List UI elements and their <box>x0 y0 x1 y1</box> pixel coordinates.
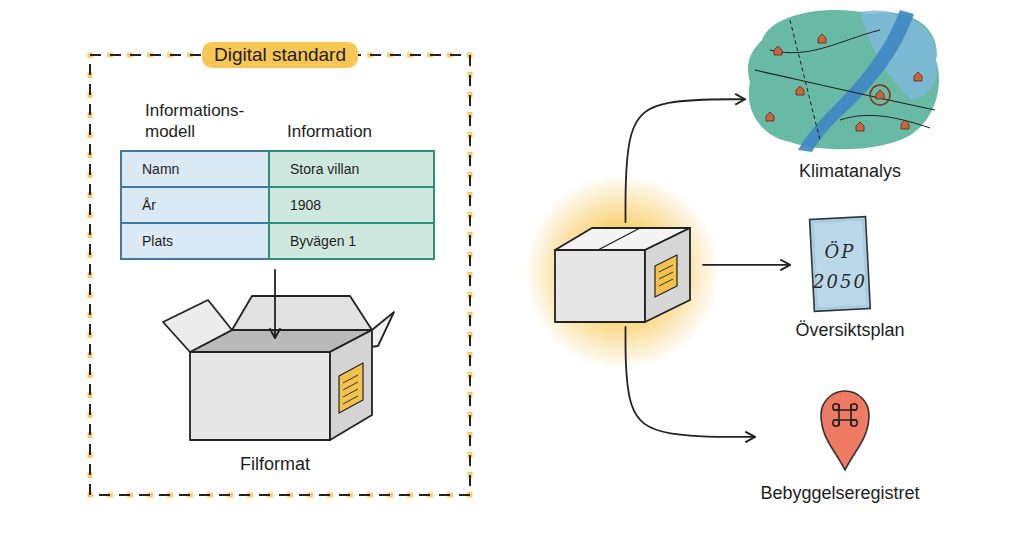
register-pin <box>821 391 869 470</box>
file-format-box: Filformat <box>165 338 385 483</box>
climate-map <box>790 20 820 140</box>
box-caption: Filformat <box>165 453 385 475</box>
box-caption: Klimatanalys <box>745 160 955 182</box>
package-box <box>645 228 690 322</box>
arrow-connector <box>703 264 790 266</box>
arrow-connector <box>626 327 756 437</box>
package-box <box>655 255 677 297</box>
standard-frame <box>90 55 470 495</box>
package-box <box>555 228 690 322</box>
plan-booklet <box>810 217 871 312</box>
plan-booklet <box>810 217 871 312</box>
file-format-box <box>163 300 232 352</box>
package-glow <box>524 174 720 370</box>
package-glow <box>524 174 720 370</box>
column-header: Informations- modell <box>145 100 280 142</box>
box-caption: Bebyggelseregistret <box>755 482 925 504</box>
table-cell: Byvägen 1 <box>268 222 435 260</box>
climate-map <box>755 70 935 110</box>
climate-map <box>840 115 930 128</box>
standard-frame: Digital standardInformations- modellInfo… <box>90 55 470 495</box>
arrow-connector <box>274 270 276 338</box>
standard-frame <box>90 55 470 495</box>
building-register: Bebyggelseregistret <box>755 388 925 506</box>
file-format-box <box>339 363 363 413</box>
column-header: Information <box>287 121 427 142</box>
climate-map <box>774 46 782 55</box>
file-format-box <box>232 296 372 330</box>
climate-analysis: Klimatanalys <box>745 10 955 185</box>
standard-frame <box>90 55 470 495</box>
package-box <box>659 265 673 286</box>
arrow-connector <box>626 99 746 222</box>
table-cell: År <box>120 186 270 224</box>
climate-map <box>856 122 864 131</box>
table-cell: Namn <box>120 150 270 188</box>
climate-map <box>796 86 804 95</box>
plan-booklet <box>810 217 871 312</box>
package-box <box>598 228 640 250</box>
plan-booklet <box>814 221 866 307</box>
table-cell: 1908 <box>268 186 435 224</box>
climate-map <box>748 10 939 149</box>
table-cell: Plats <box>120 222 270 260</box>
file-format-box <box>163 296 394 440</box>
comprehensive-plan: ÖP 2050Översiktsplan <box>790 215 910 343</box>
register-pin <box>833 404 857 426</box>
file-format-box <box>190 352 330 440</box>
booklet-title: ÖP 2050 <box>812 237 868 297</box>
register-pin <box>821 391 869 470</box>
climate-map <box>870 85 890 105</box>
climate-map <box>770 30 880 53</box>
package-box <box>555 250 645 322</box>
box-caption: Översiktsplan <box>790 319 910 341</box>
information-table: Informations- modellInformationNamnStora… <box>120 92 435 270</box>
climate-map <box>766 112 774 121</box>
climate-map <box>798 10 914 152</box>
register-pin <box>833 420 839 426</box>
climate-map <box>901 120 909 129</box>
file-format-box <box>343 375 358 404</box>
table-cell: Stora villan <box>268 150 435 188</box>
register-pin <box>833 404 839 410</box>
register-pin <box>851 404 857 410</box>
climate-map <box>818 34 826 43</box>
file-format-box <box>330 330 372 440</box>
register-pin <box>851 420 857 426</box>
frame-title: Digital standard <box>202 42 358 68</box>
climate-map <box>914 72 922 81</box>
register-pin <box>833 404 857 426</box>
climate-map <box>748 10 939 152</box>
package-box <box>548 222 703 327</box>
climate-map <box>876 90 884 99</box>
